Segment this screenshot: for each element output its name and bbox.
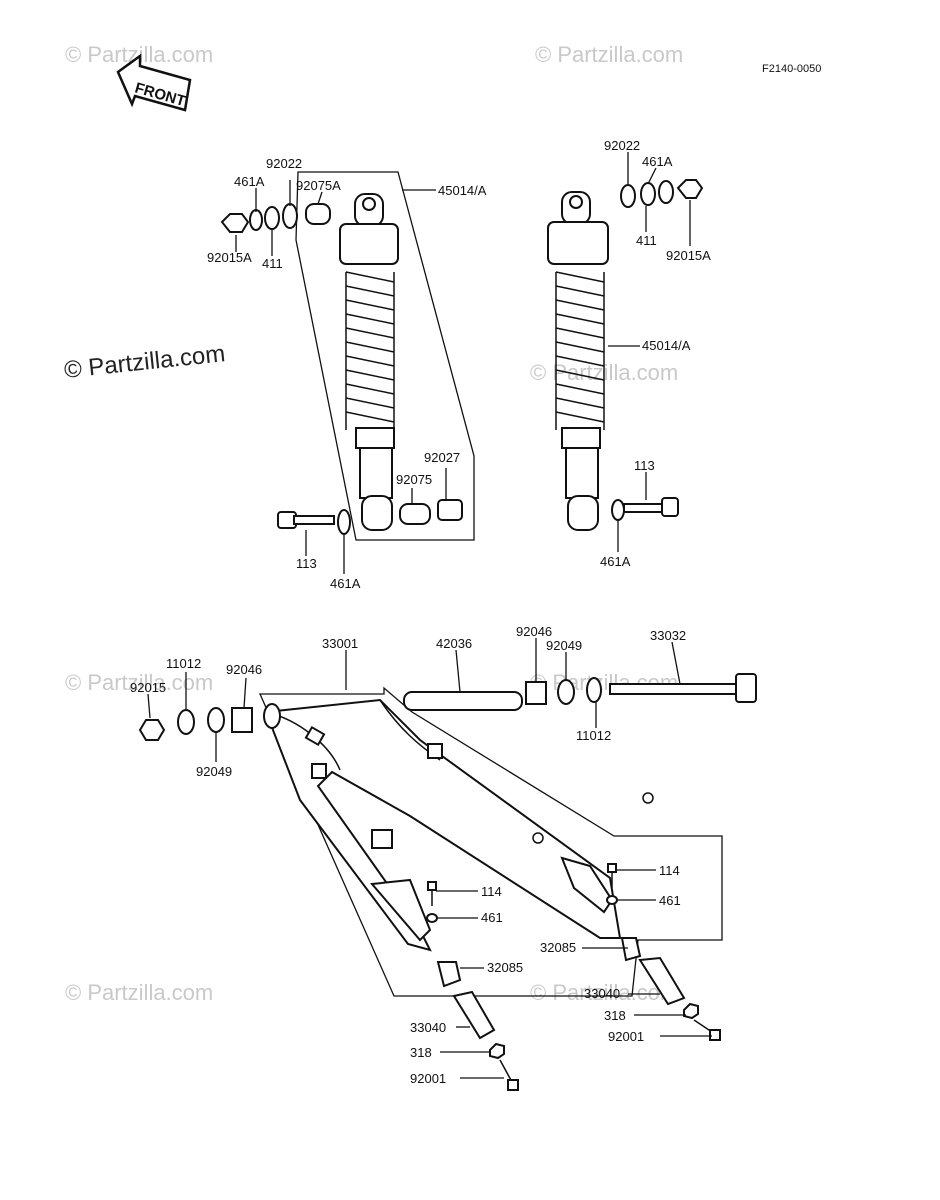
collar-92027 xyxy=(437,499,463,521)
label-92001: 92001 xyxy=(608,1029,644,1044)
washer-461A xyxy=(640,182,656,206)
label-92046: 92046 xyxy=(516,624,552,639)
nut-92015A xyxy=(676,179,704,199)
pivot-shaft-33032 xyxy=(609,673,757,703)
plate-33040-right xyxy=(638,956,686,1006)
label-461: 461 xyxy=(481,910,503,925)
label-461A: 461A xyxy=(642,154,673,169)
washer-92022 xyxy=(282,203,298,229)
kit-outline-swingarm xyxy=(259,686,723,997)
washer-92022 xyxy=(620,184,636,208)
label-92015: 92015 xyxy=(130,680,166,695)
right-shock-assembly: 92022 461A 411 92015A 45014/A 113 461A xyxy=(547,138,711,569)
label-92015A: 92015A xyxy=(666,248,711,263)
watermark-text: © Partzilla.com xyxy=(535,42,683,67)
shock-body xyxy=(359,447,393,499)
seal-92049 xyxy=(557,679,575,705)
label-113: 113 xyxy=(634,458,655,473)
label-11012: 11012 xyxy=(576,728,611,743)
watermark-text: © Partzilla.com xyxy=(65,670,213,695)
label-33032: 33032 xyxy=(650,628,686,643)
nut-92015A xyxy=(220,213,250,233)
shock-spring xyxy=(345,271,395,430)
label-92001: 92001 xyxy=(410,1071,446,1086)
washer-11012 xyxy=(586,677,602,703)
washer-461A-bottom xyxy=(337,509,351,535)
shock-bottom-eye xyxy=(567,495,599,531)
label-92022: 92022 xyxy=(266,156,302,171)
label-113: 113 xyxy=(296,556,317,571)
bolt-114-right xyxy=(607,863,617,888)
label-32085: 32085 xyxy=(487,960,523,975)
label-45014A: 45014/A xyxy=(438,183,487,198)
bolt-113 xyxy=(623,497,679,517)
bushing-92075 xyxy=(399,503,431,525)
shock-lower-collar xyxy=(355,427,395,449)
nut-318-left xyxy=(489,1042,505,1060)
label-92046: 92046 xyxy=(226,662,262,677)
reference-code: F2140-0050 xyxy=(762,63,821,75)
shock-lower-collar xyxy=(561,427,601,449)
shock-body xyxy=(565,447,599,499)
washer-461A-bottom xyxy=(611,499,625,521)
bolt-113 xyxy=(277,511,335,529)
label-92075: 92075 xyxy=(396,472,432,487)
watermark-main: © Partzilla.com xyxy=(63,340,227,384)
bolt-92001-right xyxy=(693,1019,721,1041)
label-461A-bottom: 461A xyxy=(600,554,631,569)
washer-411 xyxy=(658,180,674,204)
label-92049: 92049 xyxy=(546,638,582,653)
bearing-92046 xyxy=(231,707,253,733)
washer-461A xyxy=(249,209,263,231)
collar-92075A xyxy=(305,203,331,225)
label-318: 318 xyxy=(604,1008,626,1023)
bracket-32085-left xyxy=(436,961,462,988)
label-318: 318 xyxy=(410,1045,432,1060)
washer-461-right xyxy=(606,895,618,905)
label-32085: 32085 xyxy=(540,940,576,955)
label-461: 461 xyxy=(659,893,681,908)
label-411: 411 xyxy=(262,256,283,271)
watermark-text: © Partzilla.com xyxy=(530,980,678,1005)
label-92049: 92049 xyxy=(196,764,232,779)
label-461A-bottom: 461A xyxy=(330,576,361,591)
label-33040: 33040 xyxy=(584,986,620,1001)
label-92075A: 92075A xyxy=(296,178,341,193)
pivot-sleeve-42036 xyxy=(403,691,523,711)
label-92027: 92027 xyxy=(424,450,460,465)
label-92022: 92022 xyxy=(604,138,640,153)
label-11012: 11012 xyxy=(166,656,201,671)
watermark-text: © Partzilla.com xyxy=(65,980,213,1005)
label-33001: 33001 xyxy=(322,636,358,651)
shock-upper-cap xyxy=(339,223,399,265)
washer-11012 xyxy=(177,709,195,735)
nut-318-right xyxy=(683,1002,699,1020)
label-42036: 42036 xyxy=(436,636,472,651)
plate-33040-left xyxy=(452,990,496,1040)
washer-461-left xyxy=(426,913,438,923)
nut-92015 xyxy=(138,719,166,741)
bracket-32085-right xyxy=(620,937,642,962)
label-461A: 461A xyxy=(234,174,265,189)
label-114: 114 xyxy=(481,884,502,899)
shock-bottom-eye xyxy=(361,495,393,531)
left-shock-assembly: 92022 461A 92075A 45014/A 92015A 411 920… xyxy=(207,156,487,591)
shock-upper-cap xyxy=(547,221,609,265)
label-45014A: 45014/A xyxy=(642,338,691,353)
label-92015A: 92015A xyxy=(207,250,252,265)
label-114: 114 xyxy=(659,863,680,878)
kit-outline-left xyxy=(295,171,475,541)
swing-arm-33001 xyxy=(264,698,622,952)
label-411: 411 xyxy=(636,233,657,248)
bearing-92046 xyxy=(525,681,547,705)
bolt-92001-left xyxy=(499,1059,519,1091)
label-33040: 33040 xyxy=(410,1020,446,1035)
seal-92049 xyxy=(207,707,225,733)
bolt-114-left xyxy=(427,881,437,906)
shock-spring xyxy=(555,271,605,430)
washer-411 xyxy=(264,206,280,230)
swing-arm-assembly: 33001 42036 92046 92049 33032 11012 1101… xyxy=(130,624,757,1091)
